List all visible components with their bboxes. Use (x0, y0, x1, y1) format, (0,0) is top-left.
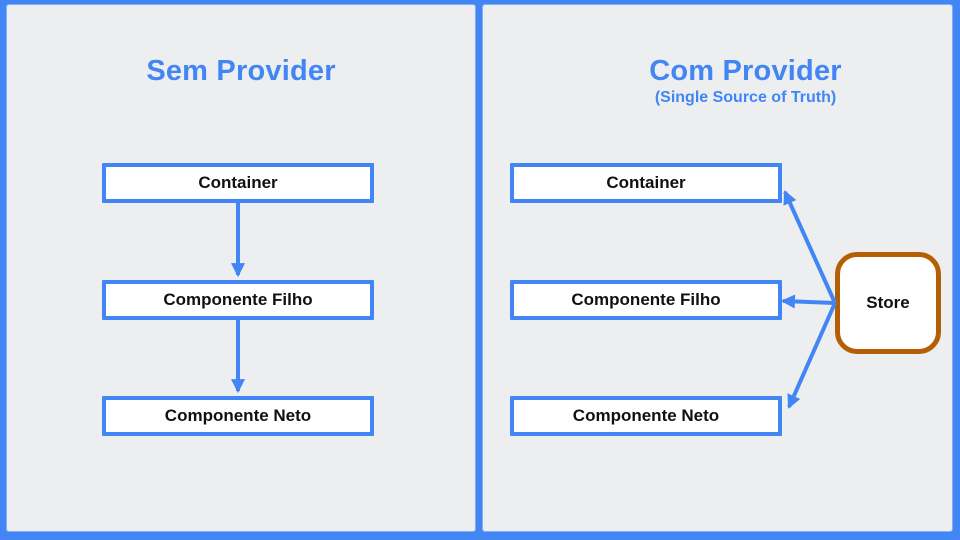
node-container-left: Container (102, 163, 374, 203)
node-componente-neto-left-label: Componente Neto (164, 406, 312, 425)
panel-sem-provider: Sem Provider Container Componente Filho … (7, 5, 475, 531)
node-componente-filho-left-label: Componente Filho (163, 290, 313, 309)
node-container-right: Container (510, 163, 782, 203)
node-componente-neto-right-label: Componente Neto (572, 406, 720, 425)
panel-com-provider-title: Com Provider (649, 55, 842, 87)
node-container-left-label: Container (198, 173, 278, 192)
panel-sem-provider-title: Sem Provider (146, 55, 336, 87)
arrow-store-to-filho (780, 294, 836, 309)
node-store: Store (835, 252, 941, 354)
panel-com-provider-subtitle: (Single Source of Truth) (654, 89, 837, 106)
node-componente-neto-left: Componente Neto (102, 396, 374, 436)
node-store-label: Store (866, 293, 910, 312)
node-container-right-label: Container (606, 173, 686, 192)
node-componente-filho-right-label: Componente Filho (571, 290, 721, 309)
node-componente-neto-right: Componente Neto (510, 396, 782, 436)
node-componente-filho-left: Componente Filho (102, 280, 374, 320)
node-componente-filho-right: Componente Filho (510, 280, 782, 320)
arrow-store-to-container (783, 190, 837, 304)
arrow-store-to-neto (787, 302, 837, 409)
panel-com-provider: Com Provider (Single Source of Truth) Co… (483, 5, 952, 531)
